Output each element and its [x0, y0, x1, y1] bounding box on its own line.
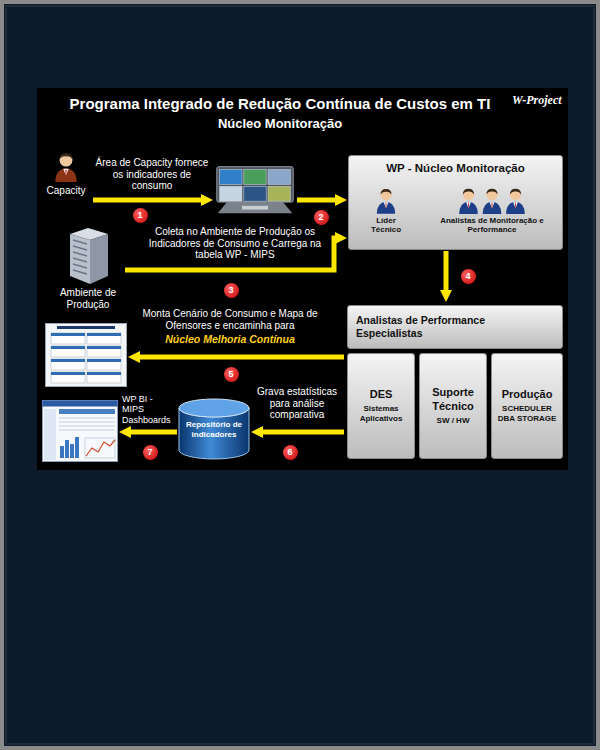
connector-label: Coleta no Ambiente de Produção os Indica… [140, 226, 330, 261]
team-box: ProduçãoSCHEDULER DBA STORAGE [491, 353, 563, 459]
subtitle: Núcleo Monitoração [45, 116, 515, 131]
node-text: Repositório de indicadores [178, 398, 250, 439]
callout-number: 7 [143, 445, 158, 460]
connector-label: Área de Capacity fornece os indicadores … [92, 157, 212, 192]
server-icon: Ambiente de Produção [52, 226, 124, 318]
flow-arrow [93, 198, 201, 203]
node-illustration [53, 150, 79, 182]
team-member: Líder Técnico [359, 186, 413, 246]
node-text: WP - Núcleo Monitoração [349, 156, 562, 176]
callout-number: 3 [224, 283, 239, 298]
node-illustration [457, 186, 527, 214]
node-text: Suporte Técnico [424, 386, 482, 412]
team-box: Suporte Técnico SW / HW [419, 353, 487, 459]
illustration-use [459, 189, 525, 214]
node-text: Produção [502, 388, 553, 401]
highlight-note: Núcleo Melhoria Contínua [136, 333, 324, 345]
connector-label: Grava estatísticas para análise comparat… [252, 386, 342, 421]
logo-text: W-Project [512, 93, 566, 108]
connector-label: Monta Cenário de Consumo e Mapa de Ofens… [136, 308, 324, 331]
flow-arrow [297, 198, 335, 203]
node-text: Analistas de Performance Especialistas [347, 305, 563, 349]
node-text: Analistas de Monitoração e Performance [427, 216, 557, 234]
team-box: DES Sistemas Aplicativos [347, 353, 415, 459]
node-text: Capacity [47, 185, 86, 197]
specialist-group: Analistas de Performance EspecialistasDE… [345, 303, 565, 463]
slide-ground [37, 88, 568, 470]
illustration-use [55, 153, 76, 182]
node-illustration [45, 323, 127, 387]
node-illustration [42, 400, 118, 462]
node-text: SCHEDULER DBA STORAGE [496, 404, 558, 424]
node-illustration [66, 226, 111, 284]
node-text: Ambiente de Produção [52, 287, 124, 310]
callout-number: 1 [133, 208, 148, 223]
callout-number: 2 [314, 210, 329, 225]
illustration-use [46, 324, 127, 387]
callout-number: 4 [461, 269, 476, 284]
node-illustration [214, 163, 296, 217]
flow-arrow [140, 355, 344, 360]
team-member: Analistas de Monitoração e Performance [427, 186, 557, 246]
report-thumbnail [45, 323, 127, 387]
illustration-use [179, 399, 249, 459]
dashboard-screenshot: WP BI - MIPS Dashboards [42, 400, 118, 462]
team-panel: WP - Núcleo MonitoraçãoLíder Técnico Anal… [348, 155, 563, 250]
node-text: Líder Técnico [364, 216, 408, 234]
database-cylinder: Repositório de indicadores [178, 398, 250, 460]
flow-arrow [263, 430, 344, 435]
monitor-wall [214, 163, 296, 217]
diagram-title: Programa Integrado de Redução Contínua d… [45, 95, 515, 112]
illustration-use [377, 189, 395, 214]
callout-number: 5 [224, 367, 239, 382]
page-frame-inner [6, 6, 594, 744]
node-text: SW / HW [437, 416, 470, 426]
node-text: Sistemas Aplicativos [352, 404, 410, 424]
flow-arrow [444, 251, 449, 290]
actor-icon: Capacity [40, 150, 92, 208]
illustration-use [70, 228, 108, 284]
flow-arrow [131, 430, 177, 435]
node-text: DES [370, 388, 393, 401]
illustration-use [43, 401, 118, 462]
illustration-use [217, 167, 293, 214]
node-text: WP BI - MIPS Dashboards [122, 394, 176, 425]
node-illustration [375, 186, 397, 214]
callout-number: 6 [283, 445, 298, 460]
